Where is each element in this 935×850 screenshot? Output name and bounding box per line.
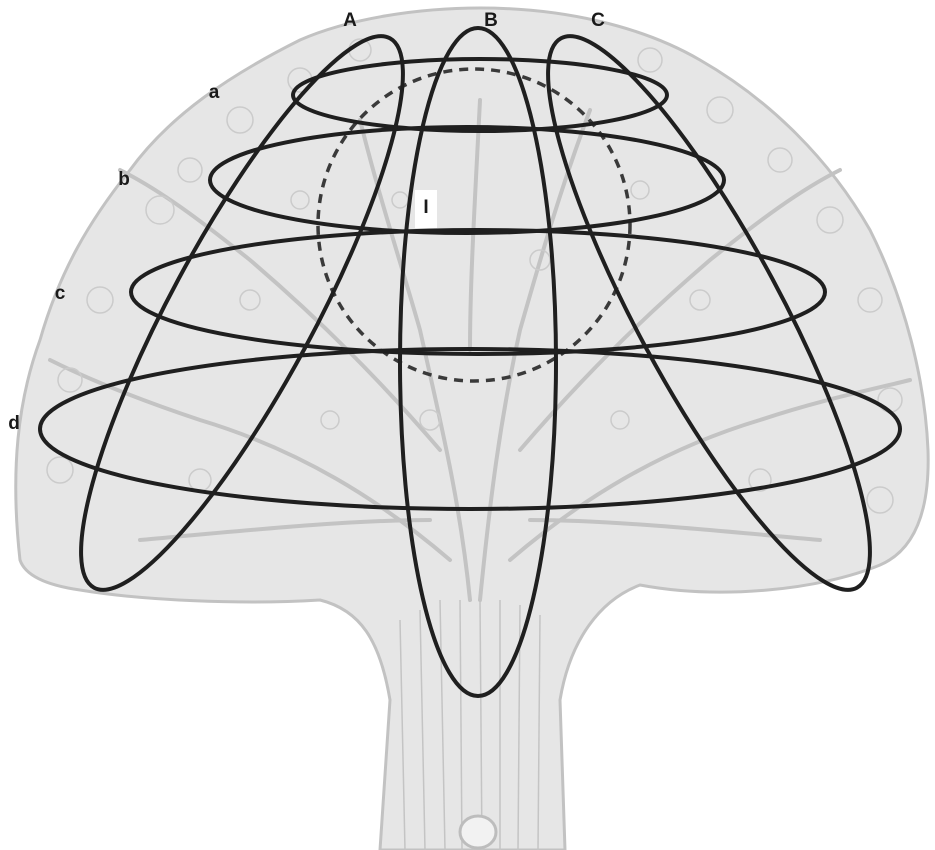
label-A: A bbox=[343, 10, 357, 31]
label-a: a bbox=[209, 82, 220, 103]
label-I: I bbox=[423, 197, 428, 218]
label-C: C bbox=[591, 10, 605, 31]
label-B: B bbox=[484, 10, 498, 31]
label-d: d bbox=[8, 413, 20, 434]
label-b: b bbox=[118, 169, 130, 190]
label-c: c bbox=[55, 283, 66, 304]
tree-background bbox=[16, 8, 928, 850]
tree-crown-silhouette bbox=[16, 8, 928, 850]
trunk-knot bbox=[460, 816, 496, 848]
